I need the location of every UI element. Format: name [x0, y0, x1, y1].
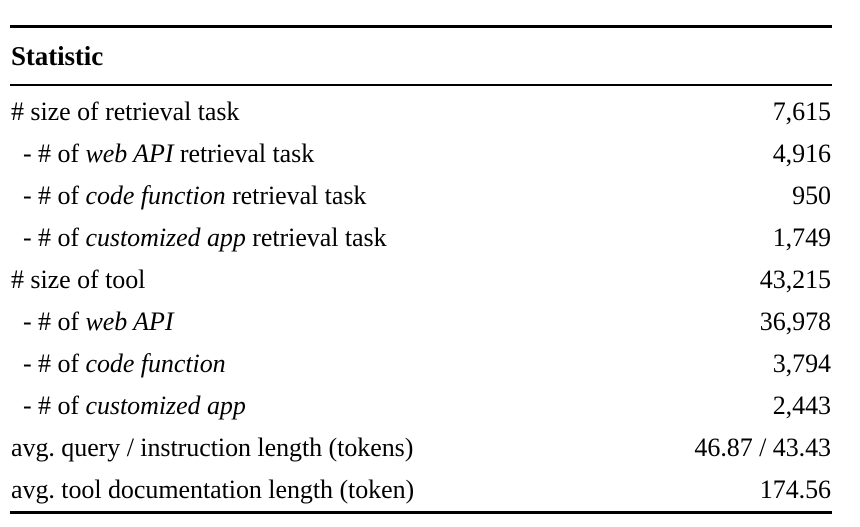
row-label-suffix: retrieval task — [245, 223, 387, 252]
row-label-prefix: - # of — [23, 223, 86, 252]
table-body: # size of retrieval task 7,615 - # of web … — [10, 86, 832, 511]
row-value: 174.56 — [759, 475, 831, 504]
row-value: 3,794 — [772, 349, 831, 378]
row-value: 46.87 / 43.43 — [694, 433, 831, 462]
row-label-suffix: retrieval task — [173, 139, 315, 168]
row-value: 7,615 — [772, 97, 831, 126]
row-label-prefix: - # of — [23, 391, 86, 420]
table-bottom-rule — [10, 511, 832, 514]
row-label-suffix: retrieval task — [225, 181, 367, 210]
row-label-tooltype: web API — [85, 307, 174, 336]
table-row: # size of retrieval task 7,615 — [10, 91, 832, 133]
row-value: 2,443 — [772, 391, 831, 420]
row-label-prefix: - # of — [23, 181, 86, 210]
table-top-rule — [10, 25, 832, 28]
row-label: avg. tool documentation length (token) — [10, 469, 414, 511]
row-label: - # of web API retrieval task — [10, 133, 314, 175]
table-row: - # of code function retrieval task 950 — [10, 175, 832, 217]
row-label: - # of web API — [10, 301, 174, 343]
table-row: - # of web API retrieval task 4,916 — [10, 133, 832, 175]
row-label-prefix: - # of — [23, 349, 86, 378]
row-label-prefix: - # of — [23, 139, 86, 168]
row-label-prefix: - # of — [23, 307, 86, 336]
row-value: 4,916 — [772, 139, 831, 168]
row-label: avg. query / instruction length (tokens) — [10, 427, 413, 469]
row-label: - # of customized app retrieval task — [10, 217, 387, 259]
table-row: avg. query / instruction length (tokens)… — [10, 427, 832, 469]
row-label: # size of tool — [10, 259, 145, 301]
table-row: avg. tool documentation length (token) 17… — [10, 469, 832, 511]
table-row: - # of code function 3,794 — [10, 343, 832, 385]
row-value: 43,215 — [759, 265, 831, 294]
row-label: - # of code function retrieval task — [10, 175, 366, 217]
table-row: - # of customized app retrieval task 1,74… — [10, 217, 832, 259]
table-header-row: Statistic — [10, 28, 832, 84]
row-label-tooltype: code function — [85, 181, 226, 210]
table-header-rule — [10, 84, 832, 86]
column-header-statistic: Statistic — [11, 40, 104, 71]
row-label-prefix: # size of tool — [11, 265, 146, 294]
row-label-tooltype: customized app — [85, 391, 246, 420]
table-row: - # of web API 36,978 — [10, 301, 832, 343]
table-row: # size of tool 43,215 — [10, 259, 832, 301]
row-value: 36,978 — [759, 307, 831, 336]
row-label: - # of code function — [10, 343, 226, 385]
statistics-table: Statistic # size of retrieval task 7,615 -… — [10, 0, 832, 527]
table-row: - # of customized app 2,443 — [10, 385, 832, 427]
row-label-prefix: avg. tool documentation length (token) — [11, 475, 415, 504]
row-label: # size of retrieval task — [10, 91, 239, 133]
row-label-prefix: # size of retrieval task — [11, 97, 240, 126]
row-label-prefix: avg. query / instruction length (tokens) — [11, 433, 414, 462]
row-label-tooltype: code function — [85, 349, 226, 378]
row-label-tooltype: web API — [85, 139, 174, 168]
row-value: 1,749 — [772, 223, 831, 252]
row-value: 950 — [792, 181, 831, 210]
row-label-tooltype: customized app — [85, 223, 246, 252]
row-label: - # of customized app — [10, 385, 246, 427]
